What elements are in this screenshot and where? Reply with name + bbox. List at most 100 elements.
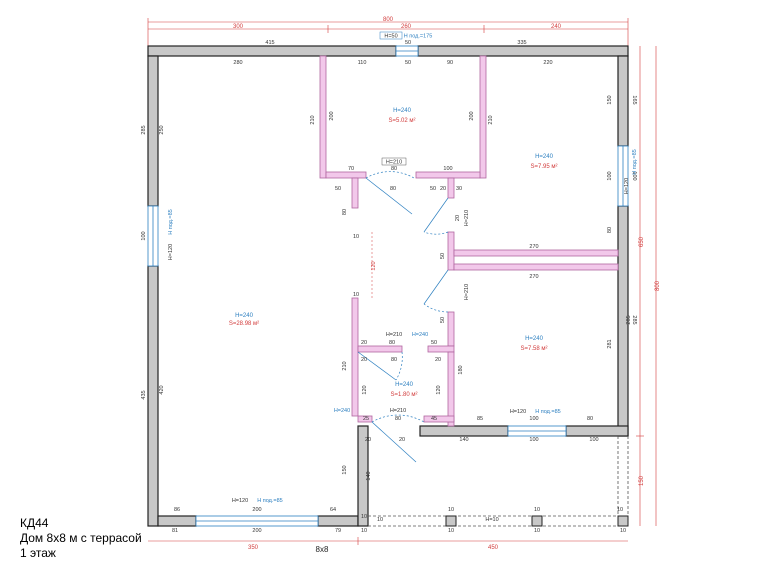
dim-hall-l: 10 <box>353 292 359 298</box>
overall-dimension-texts: 800 300 260 240 350 450 800 650 150 <box>233 17 661 551</box>
inner-dimension-texts: 280 250 420 86 200 64 110 50 90 200 200 … <box>159 60 632 523</box>
label-left-window-sill: H под.=85 <box>168 209 174 234</box>
label-right-window-sill: H под.=85 <box>632 149 638 174</box>
dim-hall-c: 50 <box>430 186 436 192</box>
dim-hall2-b: 85 <box>477 416 483 422</box>
dim-wall-bottom-d: 10 <box>361 528 367 534</box>
room-bed2-h: H=240 <box>535 154 554 160</box>
door-hall-b <box>423 269 449 305</box>
dim-entry-j: 140 <box>366 471 372 480</box>
dim-bed1-top-c: 90 <box>447 60 453 66</box>
caption-code: КД44 <box>20 516 49 530</box>
label-door-entry: H=210 <box>390 408 406 414</box>
label-terrace-h: H=10 <box>485 517 498 523</box>
dim-bed1-top-b: 50 <box>405 60 411 66</box>
windows <box>147 45 629 527</box>
label-top-window: H=50 <box>384 34 397 40</box>
dim-wall-top-right: 335 <box>517 40 526 46</box>
dim-entry-d: 20 <box>365 437 371 443</box>
partitions <box>319 55 619 427</box>
dim-top-mid: 260 <box>401 24 412 30</box>
dim-wall-left-upper: 285 <box>141 125 147 134</box>
dim-wall-left-lower: 435 <box>141 390 147 399</box>
dim-bed2-right-c: 80 <box>607 227 613 233</box>
dim-hall-k: 50 <box>440 317 446 323</box>
room-living-h: H=240 <box>235 313 254 319</box>
terrace-post <box>445 515 457 527</box>
dim-right-lower: 150 <box>639 475 645 486</box>
room-bed1-h: H=240 <box>393 108 412 114</box>
dim-wall-right-lower: 285 <box>631 315 637 324</box>
dim-wc-e: 120 <box>436 385 442 394</box>
caption-title: Дом 8х8 м с террасой <box>20 531 142 545</box>
dim-bed1-bottom-b: 80 <box>391 166 397 172</box>
dim-hall-j: 50 <box>440 253 446 259</box>
dim-right-outer: 800 <box>655 280 661 291</box>
dim-bed1-right: 200 <box>469 111 475 120</box>
terrace-post <box>531 515 543 527</box>
dim-room1-bottom-a: 86 <box>174 507 180 513</box>
dim-bed1-top-a: 110 <box>358 60 367 66</box>
dim-terrace-b: 10 <box>534 507 540 513</box>
dim-hall-f: 80 <box>342 209 348 215</box>
room-bed3-s: S=7.58 м² <box>521 346 548 352</box>
dim-bottom-right: 450 <box>488 545 499 551</box>
dim-bed1-out-left: 210 <box>310 115 316 124</box>
dim-bed3-top: 270 <box>529 274 538 280</box>
label-top-window-w: 50 <box>405 40 411 46</box>
label-top-window-sill: H под.=175 <box>404 34 433 40</box>
dim-wc-i: 210 <box>342 361 348 370</box>
dim-wc-d: 120 <box>362 385 368 394</box>
dim-hall-g: 10 <box>353 234 359 240</box>
label-door-hall-b: H=210 <box>464 284 470 300</box>
dim-hall2-d: 80 <box>587 416 593 422</box>
label-bed3-window-sill: H под.=85 <box>535 409 560 415</box>
dim-wall-bottom-b: 200 <box>252 528 261 534</box>
room-wc-h: H=240 <box>395 382 414 388</box>
room-labels: H=240 S=28.98 м² H=240 S=5.02 м² H=240 S… <box>229 108 558 398</box>
label-door-wc: H=210 <box>386 332 402 338</box>
dim-wall-bottom-e: 10 <box>448 528 454 534</box>
dim-terrace-a: 10 <box>448 507 454 513</box>
room-bed1-s: S=5.02 м² <box>389 118 416 124</box>
overall-dimensions <box>147 18 657 545</box>
dim-bed3-right: 281 <box>607 339 613 348</box>
dim-top-left: 300 <box>233 24 244 30</box>
dim-terrace-d: 10 <box>377 517 383 523</box>
dim-entry-k: 10 <box>361 514 367 520</box>
dim-bed3-side: 285 <box>626 315 632 324</box>
dim-room1-left: 250 <box>159 125 165 134</box>
dim-entry-f: 140 <box>459 437 468 443</box>
dim-wc-b: 80 <box>389 340 395 346</box>
dim-wc-h: 20 <box>435 357 441 363</box>
dim-room1-bottom-c: 64 <box>330 507 336 513</box>
drawing-caption: КД44 Дом 8х8 м с террасой 1 этаж <box>20 516 142 561</box>
dim-bed2-right-b: 100 <box>607 171 613 180</box>
dim-wall-left-opening: 100 <box>141 231 147 240</box>
label-bottom-window: H=120 <box>232 498 248 504</box>
dim-hall-e: 30 <box>456 186 462 192</box>
room-bed3-h: H=240 <box>525 336 544 342</box>
label-bottom-window-sill: H под.=85 <box>257 498 282 504</box>
door-entry <box>371 421 417 463</box>
plan-size-label: 8x8 <box>316 545 329 554</box>
dim-wall-right-upper: 165 <box>631 95 637 104</box>
door-bed1 <box>365 177 413 215</box>
dim-room1-bottom-b: 200 <box>252 507 261 513</box>
dim-wc-f: 20 <box>361 357 367 363</box>
dim-hall2-c: 100 <box>529 416 538 422</box>
label-door-bed1: H=210 <box>386 160 402 166</box>
dim-bed1-bottom-a: 70 <box>348 166 354 172</box>
terrace-post <box>617 515 629 527</box>
terrace-posts <box>445 515 629 527</box>
label-door-hall-a: H=210 <box>464 210 470 226</box>
room-wc-s: S=1.80 м² <box>391 392 418 398</box>
label-left-window: H=120 <box>168 244 174 260</box>
room-living-s: S=28.98 м² <box>229 321 259 327</box>
terrace <box>368 436 629 527</box>
dim-bed1-left: 200 <box>329 111 335 120</box>
dim-top-right: 240 <box>551 24 562 30</box>
dim-bed2-right-a: 150 <box>607 95 613 104</box>
dim-entry-c: 45 <box>431 416 437 422</box>
